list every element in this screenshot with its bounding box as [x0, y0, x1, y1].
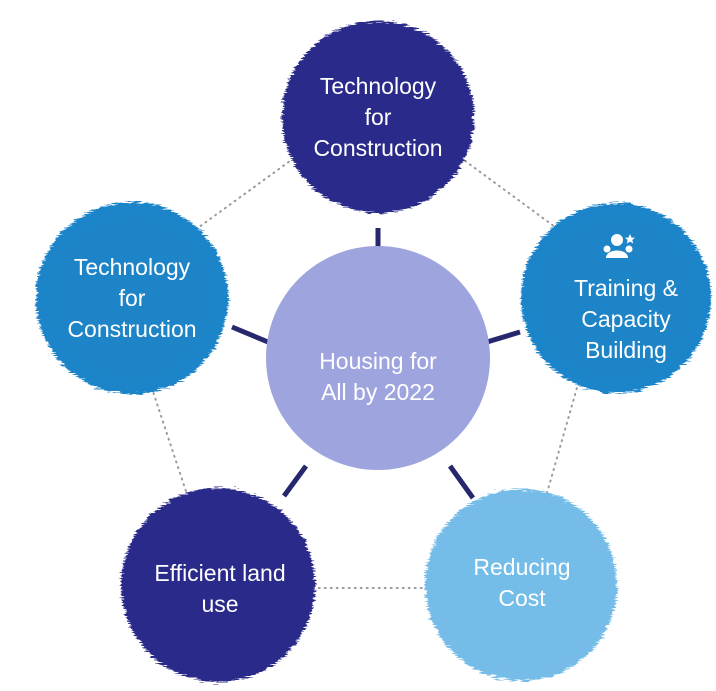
center-circle	[266, 246, 490, 470]
connector-bottom-left	[281, 464, 309, 498]
node-bottom-left-label-line: Efficient land	[154, 560, 286, 586]
node-right-label-line: Training &	[574, 274, 678, 301]
node-bottom-right-label: Reducing Cost	[447, 550, 597, 616]
connector-right	[486, 329, 521, 345]
node-right-label: Training & Capacity Building	[551, 271, 701, 367]
center-label: Housing for All by 2022	[283, 344, 473, 410]
node-bottom-left-label: Efficient land use	[130, 556, 310, 622]
center-label-line: All by 2022	[321, 379, 435, 405]
node-right-circle	[521, 203, 711, 393]
node-bottom-right-circle	[425, 489, 617, 681]
node-right-label-line: Capacity	[581, 305, 671, 332]
node-top-label: Technology for Construction	[283, 69, 473, 165]
node-top-circle	[282, 21, 474, 213]
node-top-label-line: Technology	[319, 72, 437, 99]
node-top-label-line: for	[364, 103, 392, 130]
node-left-label: Technology for Construction	[42, 250, 222, 346]
node-left-label-line: Technology	[73, 253, 191, 280]
center-label-line: Housing for	[319, 348, 437, 374]
node-top-label-line: Construction	[313, 134, 443, 161]
connector-left	[231, 324, 269, 345]
node-left-label-line: for	[118, 284, 146, 311]
node-right-label-line: Building	[585, 336, 667, 363]
node-bottom-right-label-line: Cost	[498, 585, 546, 611]
connectors	[231, 228, 521, 500]
people-group-icon	[603, 234, 635, 258]
node-left-label-line: Construction	[67, 315, 197, 342]
node-bottom-left-label-line: use	[201, 591, 239, 617]
node-bottom-right-label-line: Reducing	[473, 554, 571, 580]
node-left-circle	[36, 202, 228, 394]
connector-bottom-right	[447, 464, 476, 500]
node-bottom-left-circle	[121, 488, 315, 682]
